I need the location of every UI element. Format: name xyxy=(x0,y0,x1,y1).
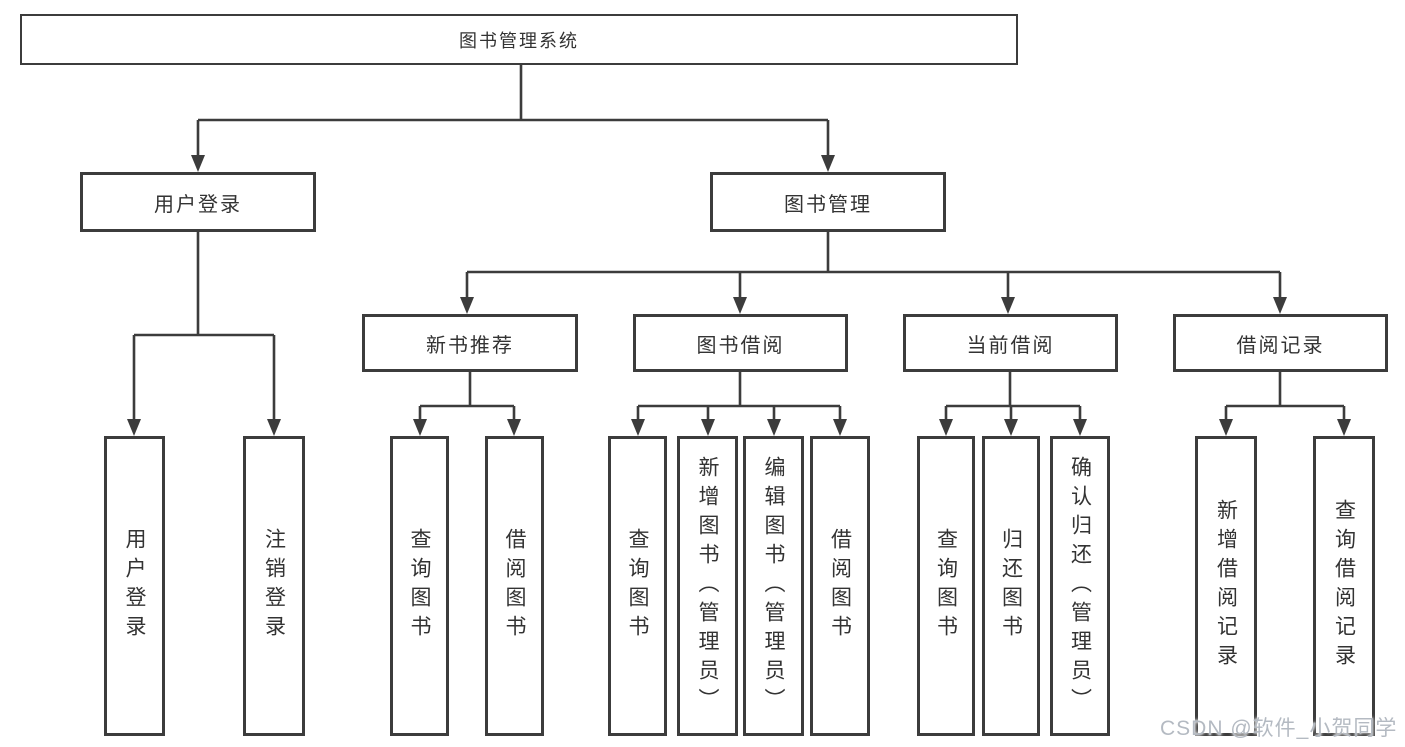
leaf-add-books-admin: 新增图书（管理员） xyxy=(677,436,738,736)
leaf-query-borrow-record: 查询借阅记录 xyxy=(1313,436,1375,736)
leaf-user-login: 用户登录 xyxy=(104,436,165,736)
leaf-label: 查询图书 xyxy=(934,528,958,644)
leaf-query-books-3: 查询图书 xyxy=(917,436,975,736)
leaf-borrow-books-2: 借阅图书 xyxy=(810,436,870,736)
leaf-label: 新增借阅记录 xyxy=(1214,499,1238,673)
leaf-confirm-return-admin: 确认归还（管理员） xyxy=(1050,436,1110,736)
node-label: 当前借阅 xyxy=(966,334,1055,357)
node-label: 新书推荐 xyxy=(426,334,514,357)
arrowhead-icons xyxy=(127,155,1351,436)
leaf-label: 借阅图书 xyxy=(503,528,526,644)
leaf-query-books-2: 查询图书 xyxy=(608,436,667,736)
leaf-label: 查询图书 xyxy=(408,528,431,644)
node-label: 用户登录 xyxy=(154,193,242,216)
node-book-management: 图书管理 xyxy=(710,172,946,232)
node-label: 图书借阅 xyxy=(696,334,785,357)
leaf-label: 编辑图书（管理员） xyxy=(762,455,785,717)
node-label: 图书管理 xyxy=(784,193,872,216)
leaf-label: 查询图书 xyxy=(626,528,649,644)
node-label: 图书管理系统 xyxy=(459,30,579,51)
leaf-label: 注销登录 xyxy=(262,528,286,644)
node-new-book-recommend: 新书推荐 xyxy=(362,314,578,372)
leaf-label: 用户登录 xyxy=(123,528,146,644)
leaf-borrow-books-1: 借阅图书 xyxy=(485,436,544,736)
node-label: 借阅记录 xyxy=(1236,334,1325,357)
node-user-login: 用户登录 xyxy=(80,172,316,232)
csdn-watermark: CSDN @软件_小贺同学 xyxy=(1160,717,1398,740)
node-borrow-records: 借阅记录 xyxy=(1173,314,1388,372)
leaf-label: 归还图书 xyxy=(999,528,1023,644)
node-library-management-system: 图书管理系统 xyxy=(20,14,1018,65)
leaf-label: 借阅图书 xyxy=(828,528,852,644)
leaf-return-books: 归还图书 xyxy=(982,436,1040,736)
leaf-label: 查询借阅记录 xyxy=(1332,499,1356,673)
leaf-logout: 注销登录 xyxy=(243,436,305,736)
leaf-label: 确认归还（管理员） xyxy=(1068,455,1092,717)
node-current-borrow: 当前借阅 xyxy=(903,314,1118,372)
leaf-label: 新增图书（管理员） xyxy=(696,455,719,717)
leaf-edit-books-admin: 编辑图书（管理员） xyxy=(743,436,804,736)
leaf-add-borrow-record: 新增借阅记录 xyxy=(1195,436,1257,736)
node-book-borrow: 图书借阅 xyxy=(633,314,848,372)
leaf-query-books-1: 查询图书 xyxy=(390,436,449,736)
